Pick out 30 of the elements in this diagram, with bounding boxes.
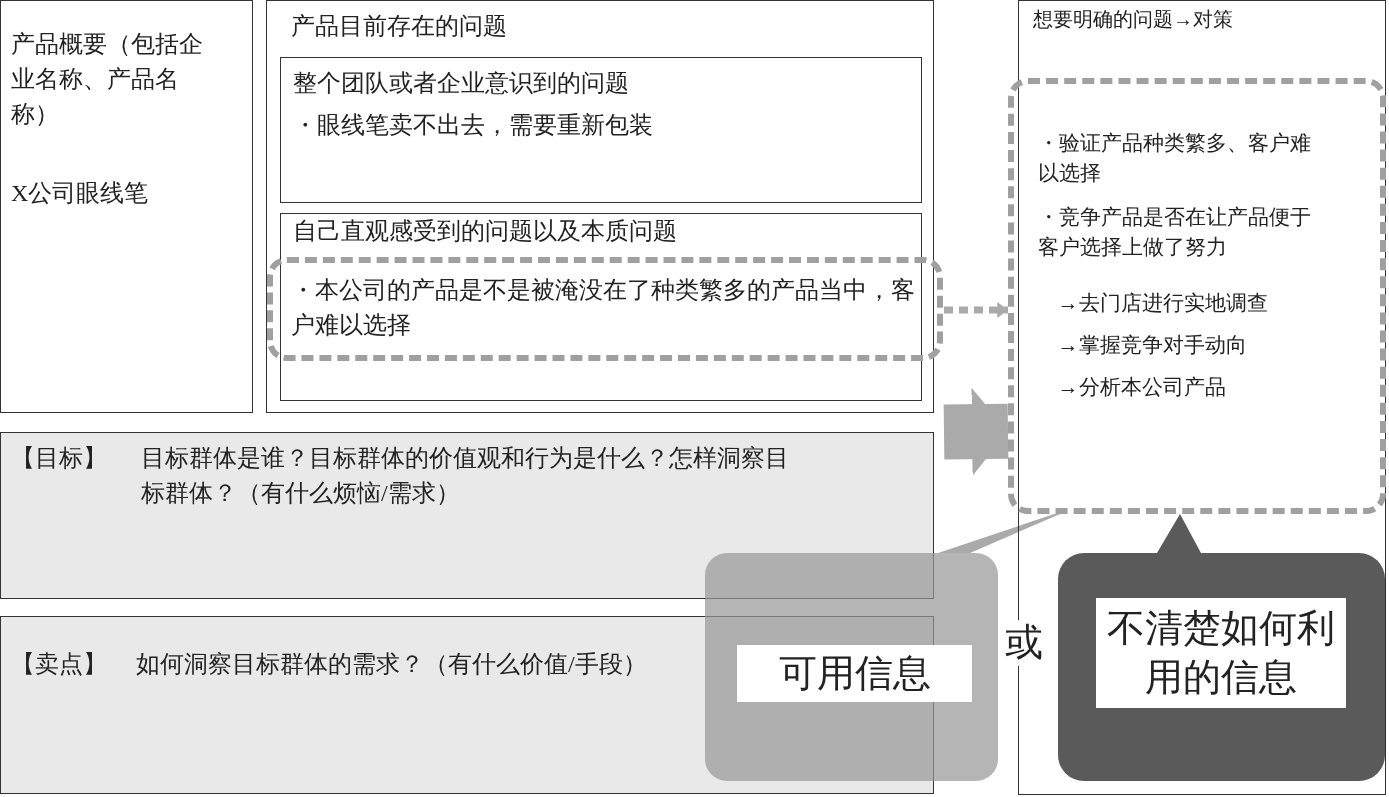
callout-pointer — [938, 514, 1061, 553]
box-heading: 【目标】 — [11, 444, 108, 473]
connector-word: 或 — [1005, 620, 1043, 666]
box-heading: 产品概要（包括企业名称、产品名称） — [11, 30, 204, 129]
box-text: ・眼线笔卖不出去，需要重新包装 — [292, 110, 654, 140]
step-text: →掌握竞争对手动向 — [1057, 331, 1248, 359]
callout-box — [1057, 552, 1385, 781]
block-arrow — [943, 387, 1009, 476]
box-heading: 整个团队或者企业意识到的问题 — [292, 68, 630, 98]
box-text: 目标群体是谁？目标群体的价值观和行为是什么？怎样洞察目标群体？（有什么烦恼/需求） — [141, 444, 790, 508]
panel-heading: 想要明确的问题→对策 — [1033, 7, 1234, 32]
callout-text: 不清楚如何利用的信息 — [1095, 597, 1346, 709]
bullet-text: ・竞争产品是否在让产品便于客户选择上做了努力 — [1037, 203, 1312, 261]
highlight-text: ・本公司的产品是不是被淹没在了种类繁多的产品当中，客户难以选择 — [291, 276, 916, 340]
problem-box — [279, 56, 922, 203]
step-text: →分析本公司产品 — [1057, 373, 1227, 401]
highlight-frame — [267, 257, 943, 361]
bullet-text: ・验证产品种类繁多、客户难以选择 — [1037, 129, 1312, 187]
callout-text: 可用信息 — [737, 645, 972, 703]
callout-box — [705, 553, 998, 781]
callout-pointer — [1157, 514, 1201, 553]
box-text: X公司眼线笔 — [11, 179, 150, 208]
summary-box — [0, 0, 253, 413]
step-text: →去门店进行实地调查 — [1057, 289, 1269, 317]
panel-heading: 产品目前存在的问题 — [291, 12, 508, 41]
target-box — [0, 432, 934, 599]
box-heading: 自己直观感受到的问题以及本质问题 — [292, 216, 678, 246]
box-heading: 【卖点】 — [11, 650, 108, 679]
measure-frame — [1007, 77, 1386, 514]
box-text: 如何洞察目标群体的需求？（有什么价值/手段） — [136, 650, 648, 679]
